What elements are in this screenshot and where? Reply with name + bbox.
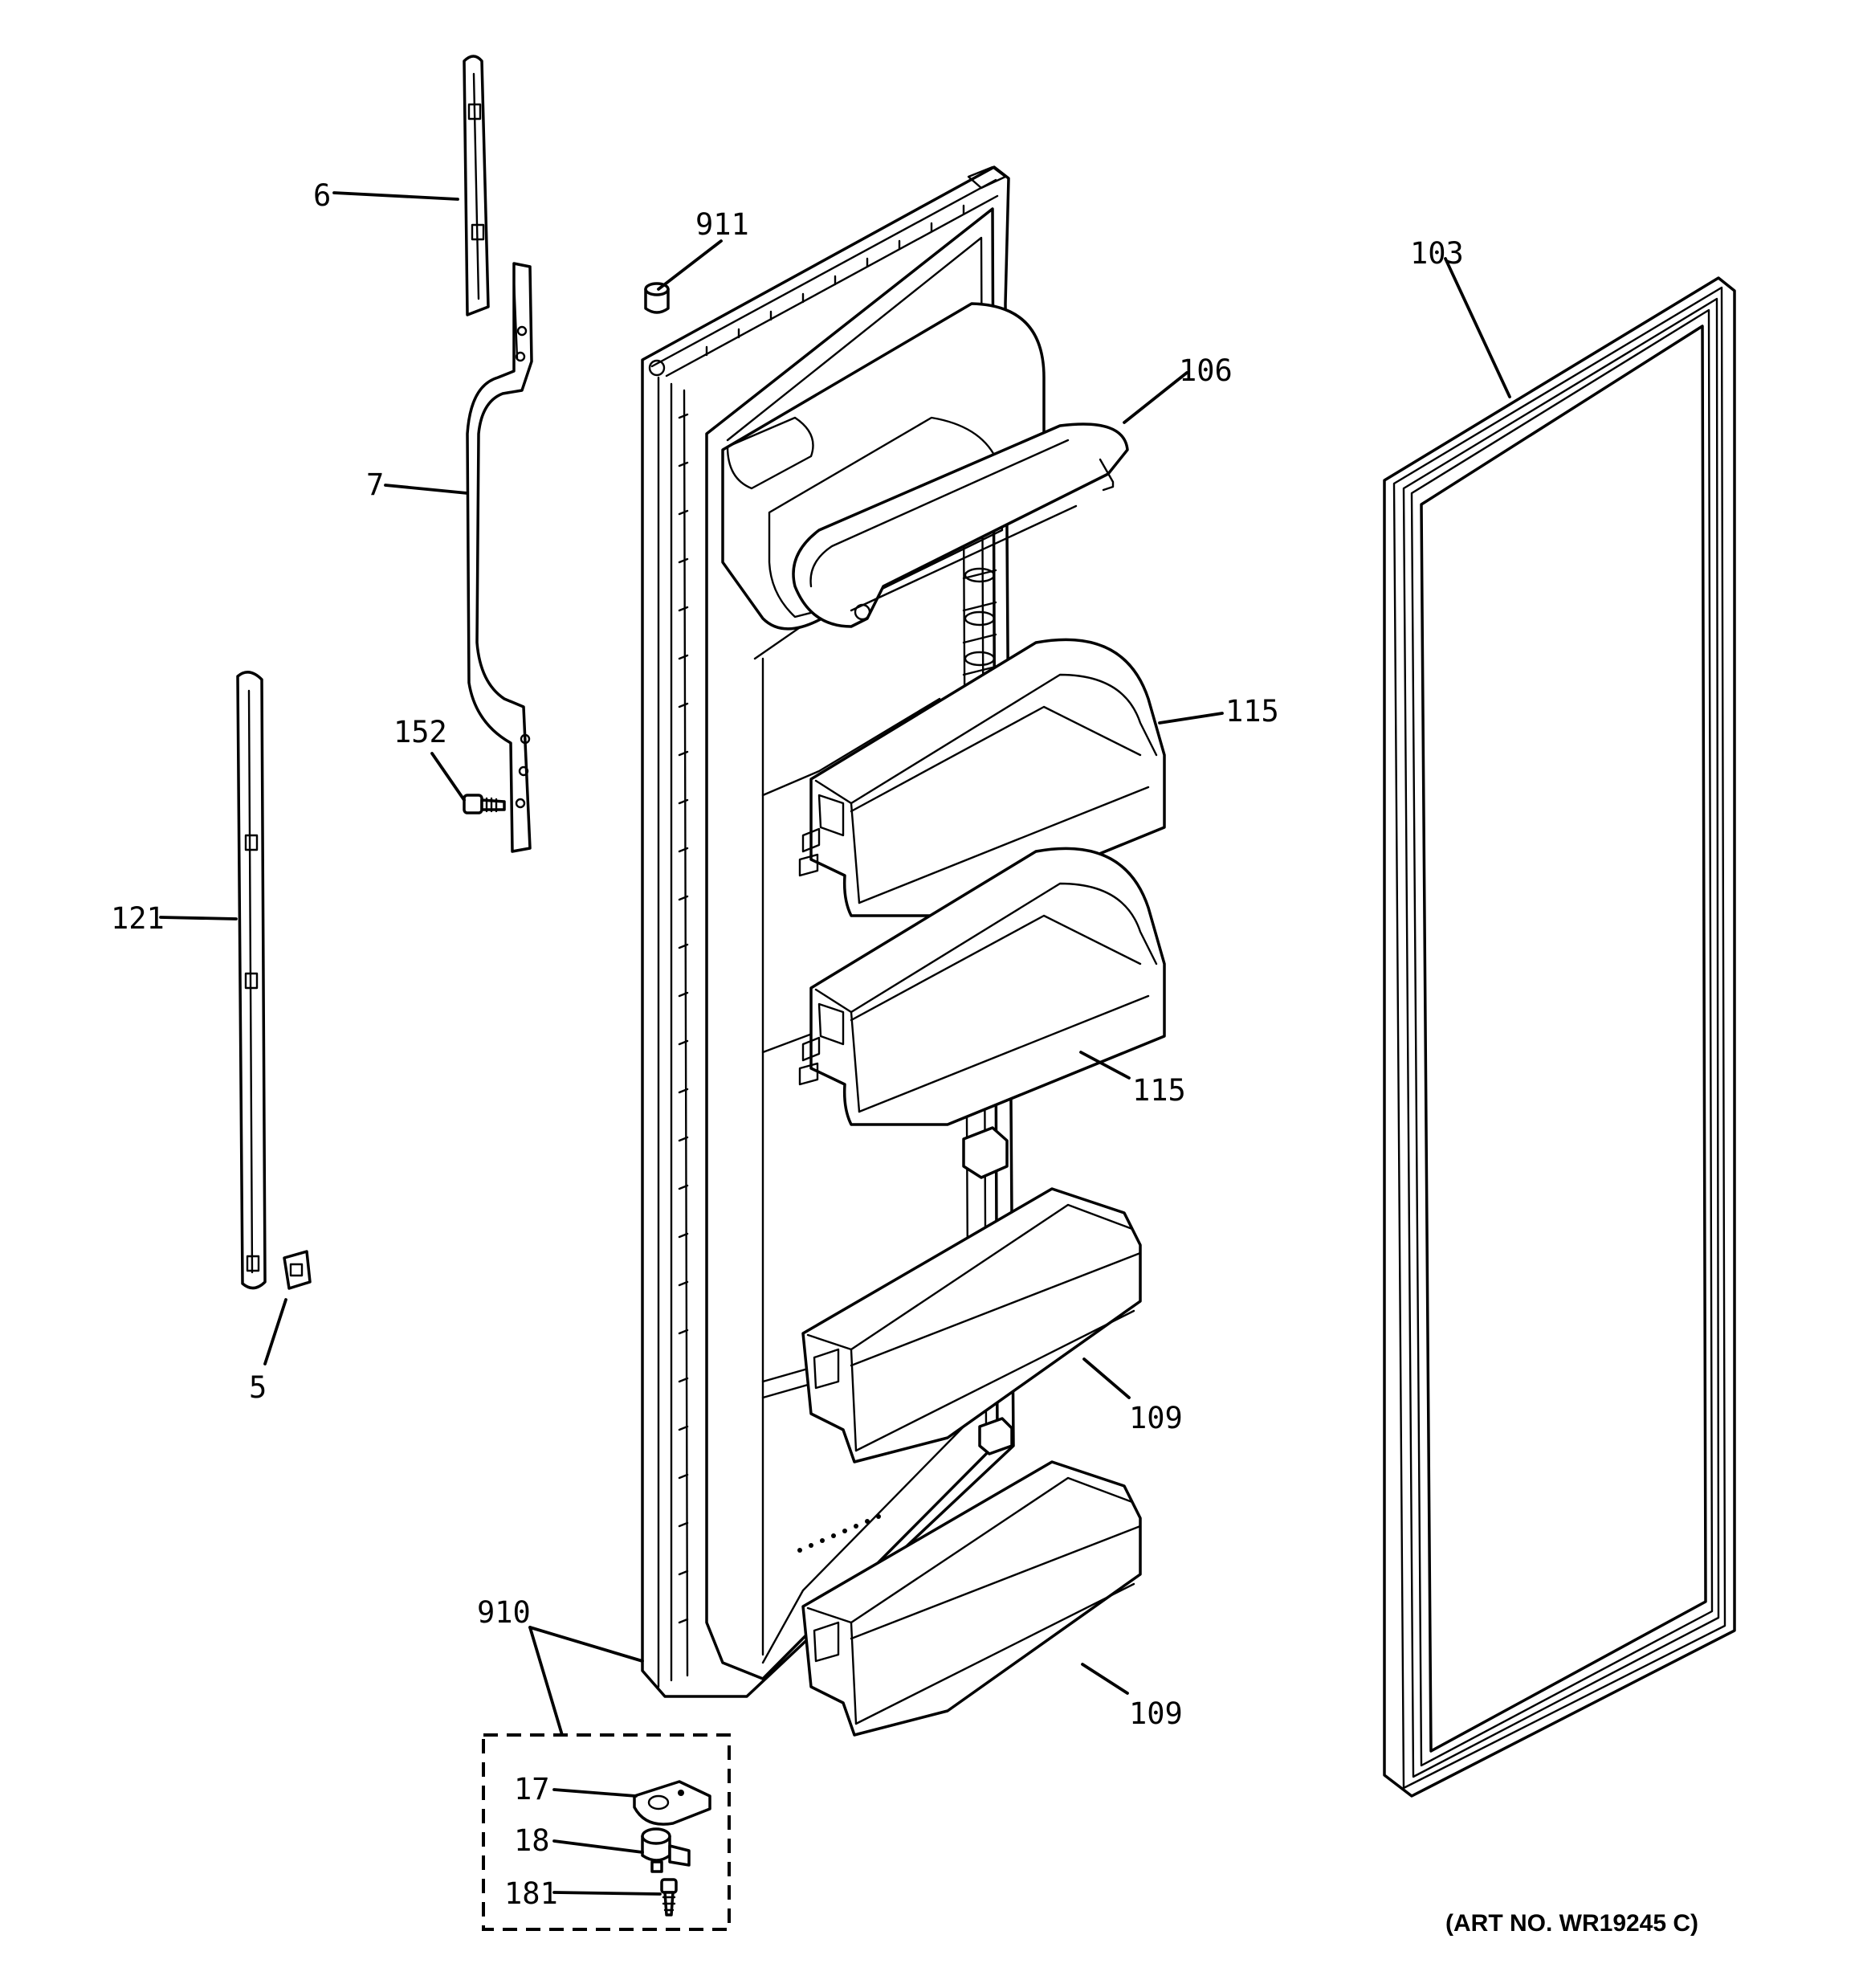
part-115-bin-upper[interactable] — [798, 638, 1166, 917]
callout-5: 5 — [249, 1370, 267, 1405]
callout-17: 17 — [514, 1772, 550, 1806]
callout-910: 910 — [477, 1595, 531, 1630]
callout-18: 18 — [514, 1823, 550, 1858]
part-911-cap[interactable] — [644, 282, 670, 314]
callout-115-upper: 115 — [1225, 694, 1279, 729]
part-152-screw[interactable] — [463, 794, 506, 814]
leader-lines — [159, 191, 1511, 1896]
callout-181: 181 — [504, 1876, 558, 1911]
callout-152: 152 — [393, 715, 447, 749]
part-6-trim-strip[interactable] — [463, 55, 490, 316]
callout-911: 911 — [695, 207, 749, 242]
part-103-door-gasket[interactable] — [1383, 276, 1736, 1798]
callout-115-lower: 115 — [1132, 1073, 1186, 1108]
hardware-kit-box — [482, 1733, 731, 1931]
part-7-door-handle[interactable] — [466, 262, 533, 853]
callout-121: 121 — [111, 901, 165, 936]
art-number: (ART NO. WR19245 C) — [1445, 1910, 1698, 1937]
part-109-door-bin-lower[interactable] — [801, 1460, 1142, 1737]
part-17-hinge-bracket[interactable] — [633, 1780, 711, 1826]
part-121-trim-strip[interactable] — [236, 671, 267, 1290]
callout-103: 103 — [1410, 236, 1464, 271]
callout-106: 106 — [1179, 353, 1233, 388]
part-115-bin-lower[interactable] — [798, 847, 1166, 1126]
callout-7: 7 — [366, 467, 384, 502]
part-18-hinge-pin[interactable] — [641, 1827, 691, 1873]
part-109-door-bin-upper[interactable] — [801, 1187, 1142, 1463]
part-5-clip[interactable] — [283, 1250, 312, 1290]
callout-109-lower: 109 — [1129, 1696, 1183, 1731]
callout-6: 6 — [313, 178, 331, 213]
part-106-dairy-door[interactable] — [792, 423, 1129, 628]
part-181-screw[interactable] — [660, 1878, 678, 1917]
callout-109-upper: 109 — [1129, 1401, 1183, 1435]
